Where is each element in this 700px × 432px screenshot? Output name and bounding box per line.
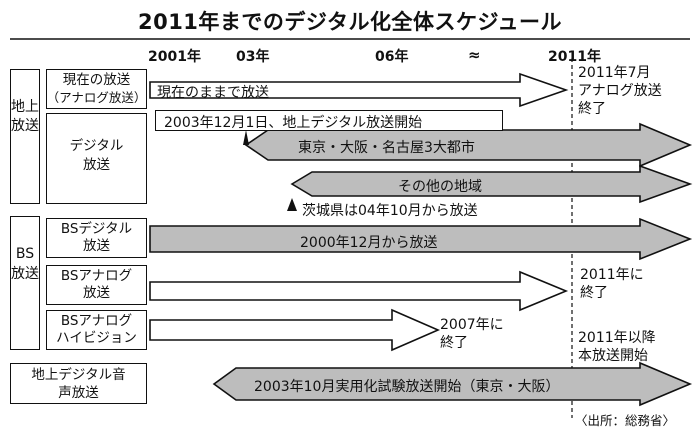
row-bs-analog-label-2: 放送 bbox=[83, 285, 110, 301]
row-bs-digital-box bbox=[46, 218, 147, 258]
start-note-text: 2003年12月1日、地上デジタル放送開始 bbox=[164, 115, 423, 131]
group-terrestrial bbox=[10, 69, 40, 204]
note-2007-end: 2007年に 終了 bbox=[440, 317, 504, 351]
row-bs-hivision-label-1: BSアナログ bbox=[60, 313, 133, 329]
bar-current-text: 現在のままで放送 bbox=[157, 85, 269, 101]
arrow-bs-digital bbox=[149, 217, 693, 261]
note-2011-end: 2011年に 終了 bbox=[580, 267, 644, 301]
note-2011-after: 2011年以降 本放送開始 bbox=[578, 330, 656, 364]
year-03: 03年 bbox=[236, 49, 270, 65]
bar-other-areas-text: その他の地域 bbox=[398, 179, 482, 195]
start-note-box bbox=[155, 110, 503, 131]
arrow-current-broadcast bbox=[149, 72, 569, 108]
page-title: 2011年までのデジタル化全体スケジュール bbox=[137, 10, 563, 34]
row-digital-label-1: デジタル bbox=[69, 138, 124, 154]
group-digital-audio bbox=[10, 363, 147, 404]
arrow-bs-analog bbox=[149, 270, 569, 312]
row-bs-digital-label-2: 放送 bbox=[83, 238, 110, 254]
bar-digital-audio-text: 2003年10月実用化試験放送開始（東京・大阪） bbox=[254, 379, 560, 395]
bar-three-cities-text: 東京・大阪・名古屋3大都市 bbox=[298, 140, 475, 156]
arrow-other-areas bbox=[290, 164, 693, 204]
group-bs bbox=[10, 216, 40, 350]
row-digital-label-2: 放送 bbox=[83, 157, 110, 173]
timeline-break-mark: ≈ bbox=[468, 46, 481, 64]
row-bs-analog-box bbox=[46, 265, 147, 305]
group-terrestrial-label: 地上放送 bbox=[11, 99, 39, 134]
row-bs-hivision-label-2: ハイビジョン bbox=[56, 330, 137, 346]
arrow-bs-hivision bbox=[149, 308, 441, 352]
arrow-digital-audio bbox=[212, 361, 693, 407]
ibaraki-note: 茨城県は04年10月から放送 bbox=[302, 203, 478, 219]
bar-bs-digital-text: 2000年12月から放送 bbox=[300, 235, 438, 251]
row-current-label-2: （アナログ放送） bbox=[46, 90, 147, 105]
year-2001: 2001年 bbox=[148, 49, 201, 65]
year-2011: 2011年 bbox=[548, 49, 601, 65]
note-2011-july: 2011年7月 アナログ放送 終了 bbox=[578, 65, 662, 117]
row-bs-hivision-box bbox=[46, 310, 147, 350]
group-bs-label: BS放送 bbox=[11, 246, 39, 282]
start-marker-2003 bbox=[243, 130, 249, 145]
row-bs-digital-label-1: BSデジタル bbox=[60, 221, 133, 237]
group-digital-audio-label: 地上デジタル音声放送 bbox=[31, 367, 126, 401]
source-credit: 〈出所：総務省〉 bbox=[575, 413, 676, 428]
row-bs-analog-label-1: BSアナログ bbox=[60, 268, 133, 284]
row-digital-box bbox=[46, 113, 147, 204]
row-current-label-1: 現在の放送 bbox=[62, 72, 131, 88]
year-06: 06年 bbox=[375, 49, 409, 65]
start-marker-ibaraki bbox=[287, 198, 297, 211]
row-current-box bbox=[46, 69, 147, 109]
